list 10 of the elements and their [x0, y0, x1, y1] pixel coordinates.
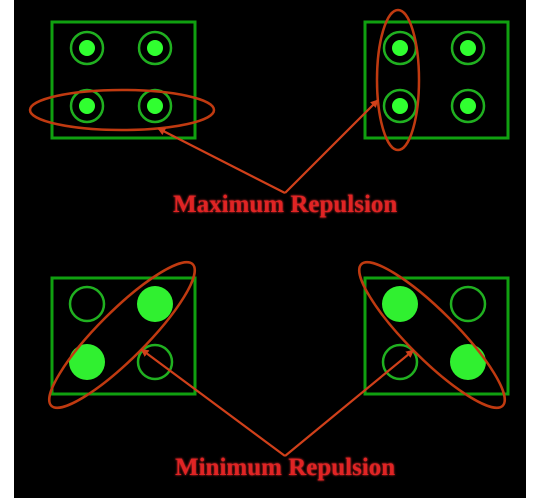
- arrow: [157, 127, 286, 194]
- caption-text: Minimum Repulsion: [175, 454, 396, 482]
- arrow: [284, 349, 414, 457]
- arrow: [284, 99, 379, 194]
- highlight-ellipse: [376, 8, 420, 152]
- highlight-ellipse: [28, 88, 216, 132]
- caption-text: Maximum Repulsion: [173, 191, 398, 219]
- highlight-ellipse: [358, 261, 506, 409]
- arrow: [140, 348, 286, 457]
- highlight-ellipse: [48, 261, 196, 409]
